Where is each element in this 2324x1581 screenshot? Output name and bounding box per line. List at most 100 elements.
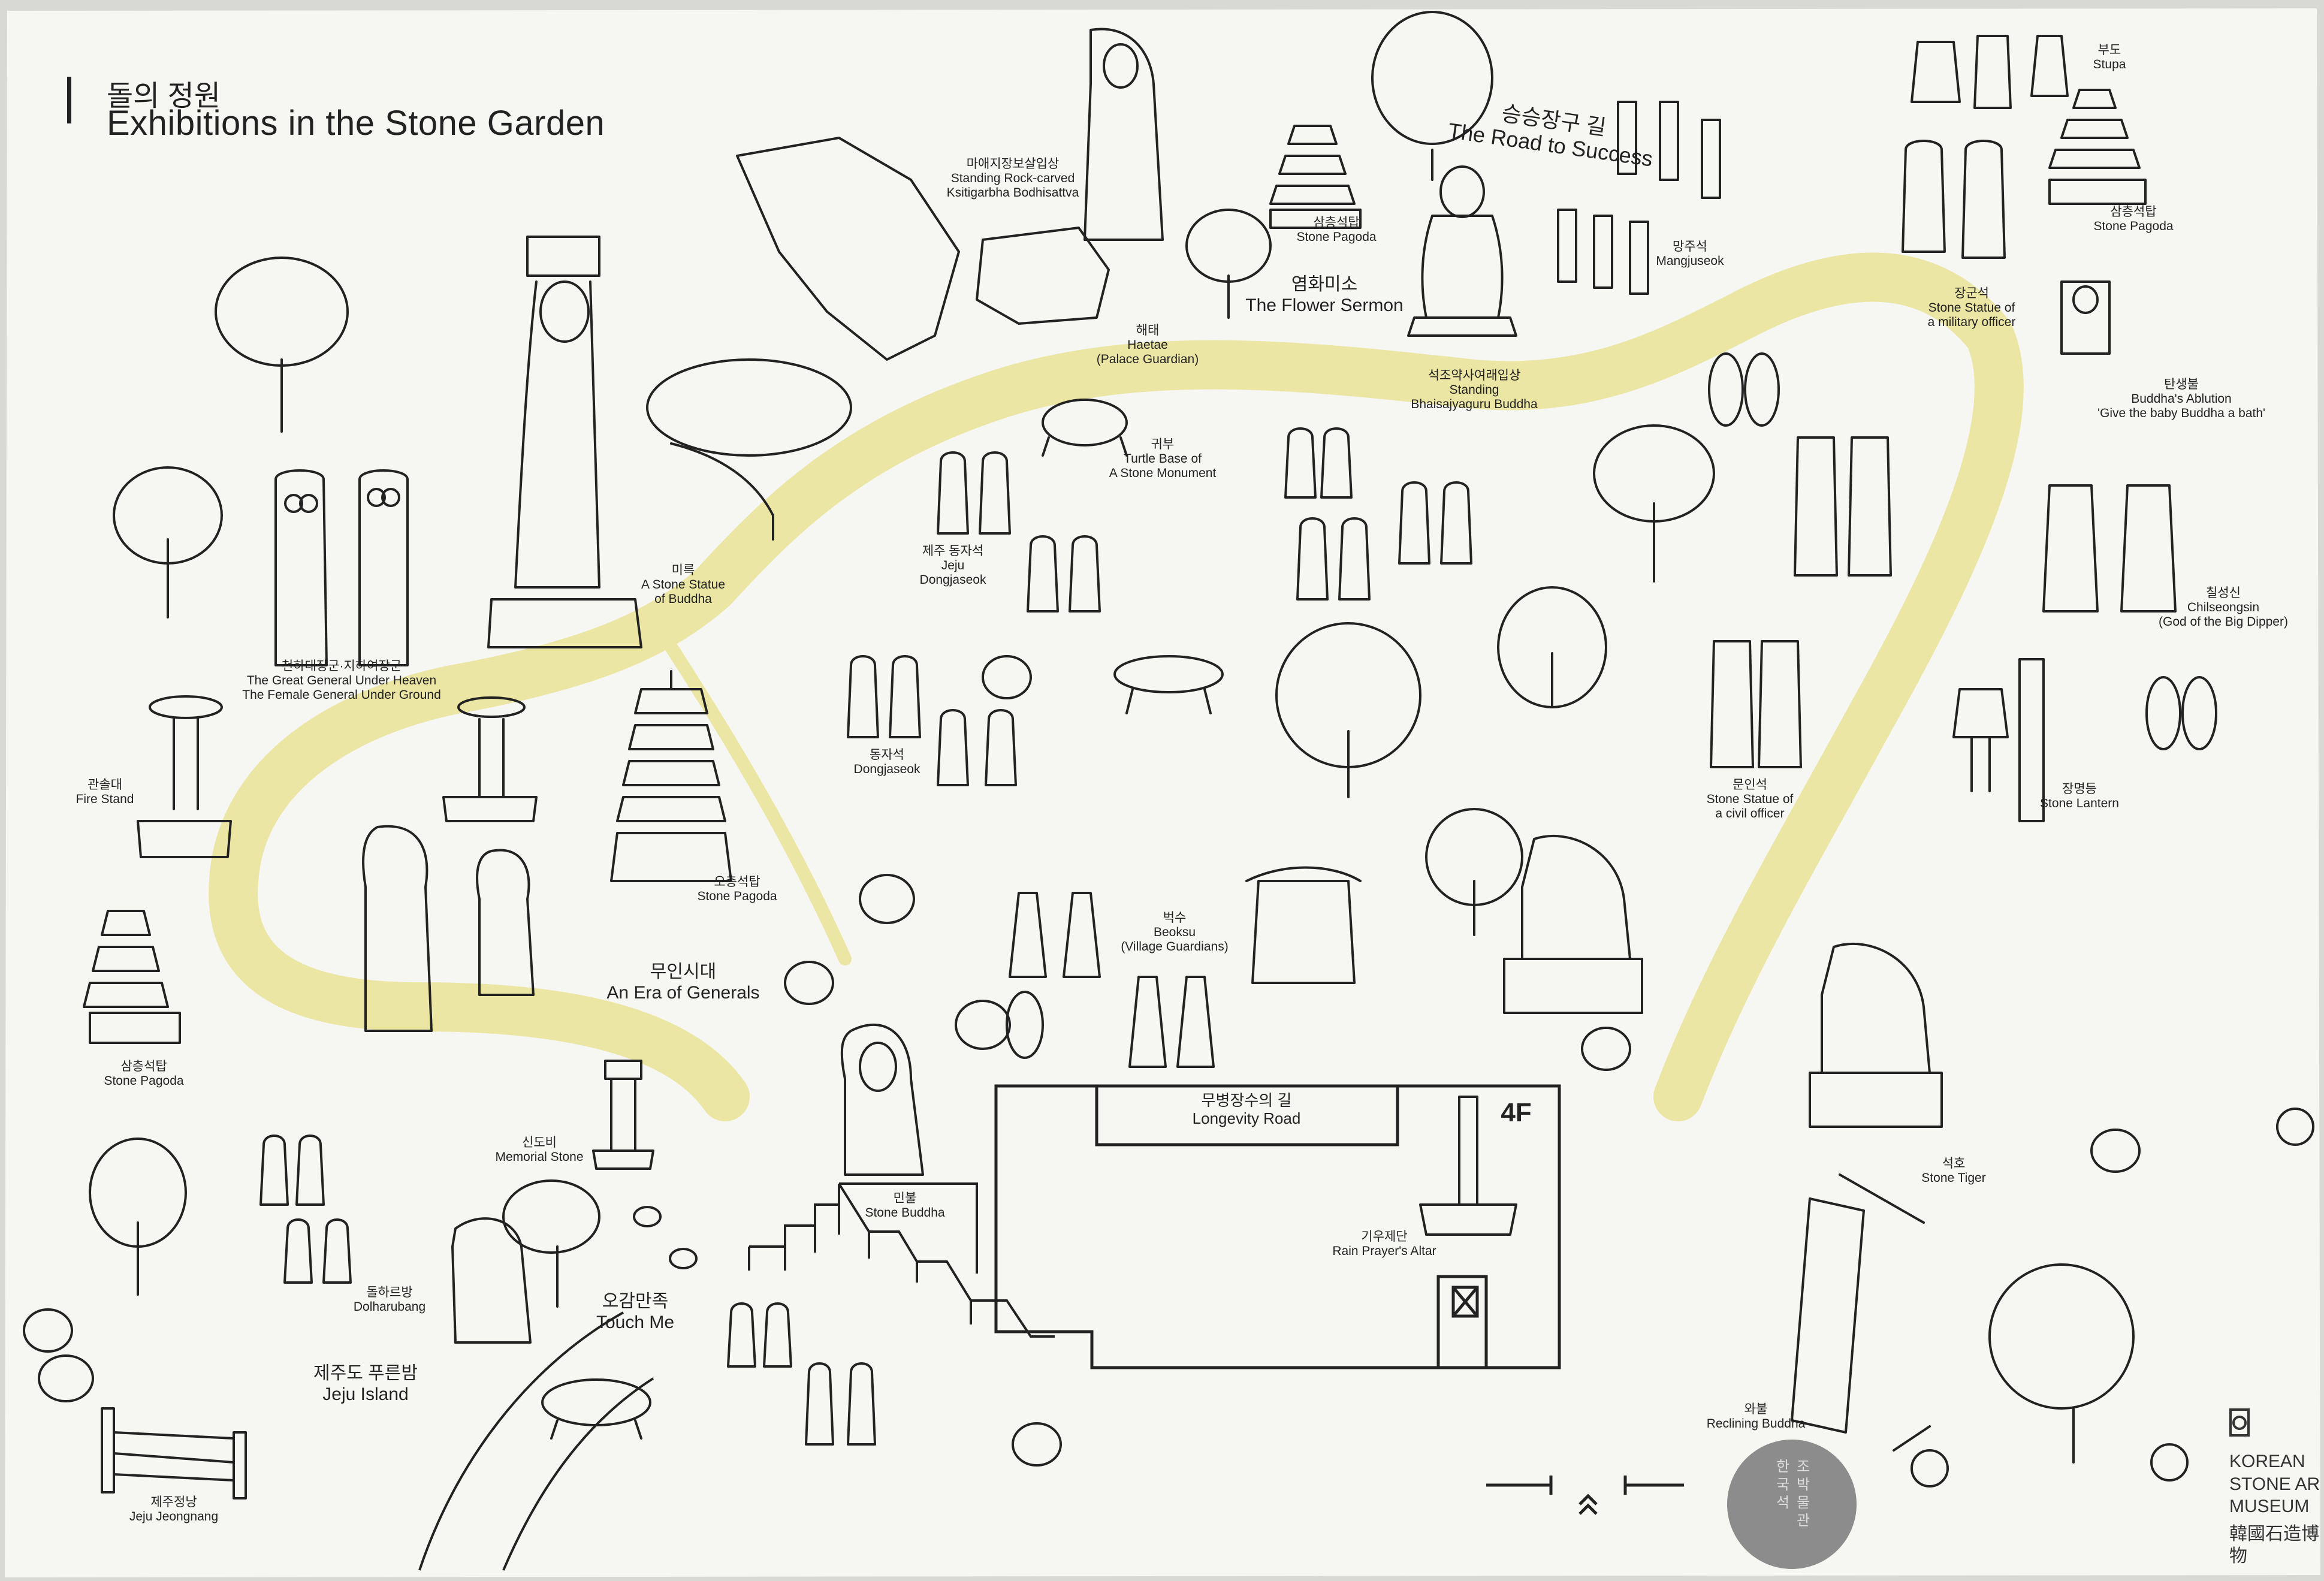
museum-line2: STONE AR xyxy=(2229,1474,2320,1494)
military-ko: 장군석 xyxy=(1954,286,1989,300)
mangjuseok-ko: 망주석 xyxy=(1673,240,1707,254)
rain-altar-en: Rain Prayer's Altar xyxy=(1332,1244,1436,1259)
memorial-stone-illustration xyxy=(592,1060,654,1170)
pagoda-right-ko: 삼층석탑 xyxy=(2110,205,2157,219)
generals-en2: The Female General Under Ground xyxy=(242,688,441,702)
stone-tiger-en: Stone Tiger xyxy=(1921,1171,1986,1185)
touch-me-ko: 오감만족 xyxy=(602,1292,669,1311)
five-story-pagoda-illustration xyxy=(610,670,732,882)
label-five-story-pagoda: 오층석탑 Stone Pagoda xyxy=(677,875,797,904)
ocheung-en: Stone Pagoda xyxy=(697,889,777,904)
stone-buddha-en: Stone Buddha xyxy=(865,1206,945,1220)
label-stone-pagoda-right: 삼층석탑 Stone Pagoda xyxy=(2068,205,2199,234)
stone-table-illustration xyxy=(1113,655,1224,714)
jeju-island-en: Jeju Island xyxy=(322,1384,409,1404)
label-military-officer: 장군석 Stone Statue of a military officer xyxy=(1888,286,2056,330)
haetae-en1: Haetae xyxy=(1127,338,1168,352)
general-totems-illustration xyxy=(274,469,409,666)
chilseongsin-illustration xyxy=(2042,484,2177,613)
label-turtle-base: 귀부 Turtle Base of A Stone Monument xyxy=(1079,438,1246,481)
label-great-general: 천하대장군·지하여장군 The Great General Under Heav… xyxy=(228,659,455,702)
military-en1: Stone Statue of xyxy=(1928,301,2015,315)
entrance-marker xyxy=(1486,1476,1684,1515)
mireuk-en2: of Buddha xyxy=(654,592,712,607)
garden-path xyxy=(209,252,2024,1121)
dolharubang-illustration xyxy=(451,1217,532,1344)
fire-stand-ko: 관솔대 xyxy=(87,778,122,792)
jeju-dong-en1: Jeju xyxy=(941,559,965,573)
stupa-en: Stupa xyxy=(2093,58,2126,72)
longevity-en: Longevity Road xyxy=(1192,1109,1301,1127)
dolharubang-ko: 돌하르방 xyxy=(366,1286,413,1299)
pagoda-top-ko: 삼층석탑 xyxy=(1313,216,1360,230)
pagoda-top-en: Stone Pagoda xyxy=(1296,230,1377,245)
beoksu-en1: Beoksu xyxy=(1153,925,1196,940)
maae-rock-illustration xyxy=(736,28,1164,361)
museum-line4: 韓國石造博物 xyxy=(2229,1523,2319,1567)
museum-line1: KOREAN xyxy=(2229,1452,2305,1471)
label-reclining-buddha: 와불 Reclining Buddha xyxy=(1690,1402,1822,1431)
lion-statue-illustration xyxy=(1503,834,1643,1014)
lantern-ko: 장명등 xyxy=(2062,782,2097,796)
military-officers-illustration xyxy=(1902,140,2006,259)
label-stone-buddha: 민불 Stone Buddha xyxy=(845,1191,965,1220)
title-bar xyxy=(67,77,71,123)
haetae-en2: (Palace Guardian) xyxy=(1096,352,1199,367)
label-bhaisajyaguru-buddha: 석조약사여래입상 Standing Bhaisajyaguru Buddha xyxy=(1378,369,1570,412)
mireuk-en1: A Stone Statue xyxy=(641,578,726,592)
label-civil-officer: 문인석 Stone Statue of a civil officer xyxy=(1666,778,1834,821)
museum-name: KOREAN STONE AR MUSEUM 韓國石造博物 xyxy=(2229,1450,2324,1568)
flower-sermon-en: The Flower Sermon xyxy=(1245,295,1404,315)
chilseong-en2: (God of the Big Dipper) xyxy=(2159,615,2288,629)
jeju-dong-ko: 제주 동자석 xyxy=(922,544,984,558)
maae-en2: Ksitigarbha Bodhisattva xyxy=(946,186,1079,200)
left-pagoda-illustration xyxy=(83,910,181,1044)
dongja-figures-illustration xyxy=(259,427,1472,1446)
military-en2: a military officer xyxy=(1927,315,2016,330)
rain-altar-illustration xyxy=(1419,1096,1517,1236)
label-stone-pagoda-top: 삼층석탑 Stone Pagoda xyxy=(1276,216,1396,245)
village-shrine-illustration xyxy=(1245,866,1362,984)
label-era-of-generals: 무인시대 An Era of Generals xyxy=(557,962,809,1003)
touch-me-table-illustration xyxy=(541,1378,651,1440)
label-jeju-dongjaseok: 제주 동자석 Jeju Dongjaseok xyxy=(899,544,1007,587)
label-stone-tiger: 석호 Stone Tiger xyxy=(1900,1157,2008,1185)
building-outline xyxy=(994,1084,1561,1369)
label-touch-me: 오감만족 Touch Me xyxy=(551,1292,719,1333)
label-longevity-road: 무병장수의 길 Longevity Road xyxy=(1115,1091,1378,1128)
right-pagoda-illustration xyxy=(2048,89,2147,205)
label-memorial-stone: 신도비 Memorial Stone xyxy=(479,1136,599,1164)
label-mireuk: 미륵 A Stone Statue of Buddha xyxy=(623,563,743,607)
baby-buddha-illustration xyxy=(2060,280,2111,355)
reclining-ko: 와불 xyxy=(1744,1402,1768,1416)
longevity-ko: 무병장수의 길 xyxy=(1201,1091,1292,1109)
museum-badge xyxy=(1727,1440,1857,1569)
pagoda-right-en: Stone Pagoda xyxy=(2093,219,2174,234)
trees-illustration xyxy=(23,11,2314,1488)
stone-lantern-illustration xyxy=(1952,658,2045,822)
page-title-korean: 돌의 정원 xyxy=(107,80,221,112)
chilseong-en1: Chilseongsin xyxy=(2187,601,2260,615)
mireuk-ko: 미륵 xyxy=(671,563,695,577)
era-generals-en: An Era of Generals xyxy=(606,982,760,1003)
jeju-jeongnang-illustration xyxy=(101,1407,247,1499)
top-pagoda-illustration xyxy=(1269,125,1362,229)
turtle-base-illustration xyxy=(1042,399,1128,457)
label-three-story-pagoda-left: 삼층석탑 Stone Pagoda xyxy=(84,1060,204,1088)
stone-buddha-ko: 민불 xyxy=(893,1191,917,1205)
museum-line3: MUSEUM xyxy=(2229,1496,2310,1516)
generals-statues-illustration xyxy=(362,825,535,1032)
label-rock-carved-bodhisattva: 마애지장보살입상 Standing Rock-carved Ksitigarbh… xyxy=(923,157,1103,200)
samcheung-left-en: Stone Pagoda xyxy=(104,1074,184,1088)
memorial-en: Memorial Stone xyxy=(495,1150,584,1164)
page-title: Exhibitions in the Stone Garden xyxy=(107,104,605,143)
stone-buddha-illustration xyxy=(840,1023,924,1176)
stupa-ko: 부도 xyxy=(2097,43,2121,57)
civil-officers-illustration xyxy=(1710,640,1802,768)
staircase xyxy=(748,1182,1055,1338)
paper-sheet xyxy=(5,8,2320,1577)
label-flower-sermon: 염화미소 The Flower Sermon xyxy=(1211,274,1438,316)
bhaisajya-buddha-illustration xyxy=(1407,165,1517,337)
label-stupa: 부도 Stupa xyxy=(2074,43,2145,72)
